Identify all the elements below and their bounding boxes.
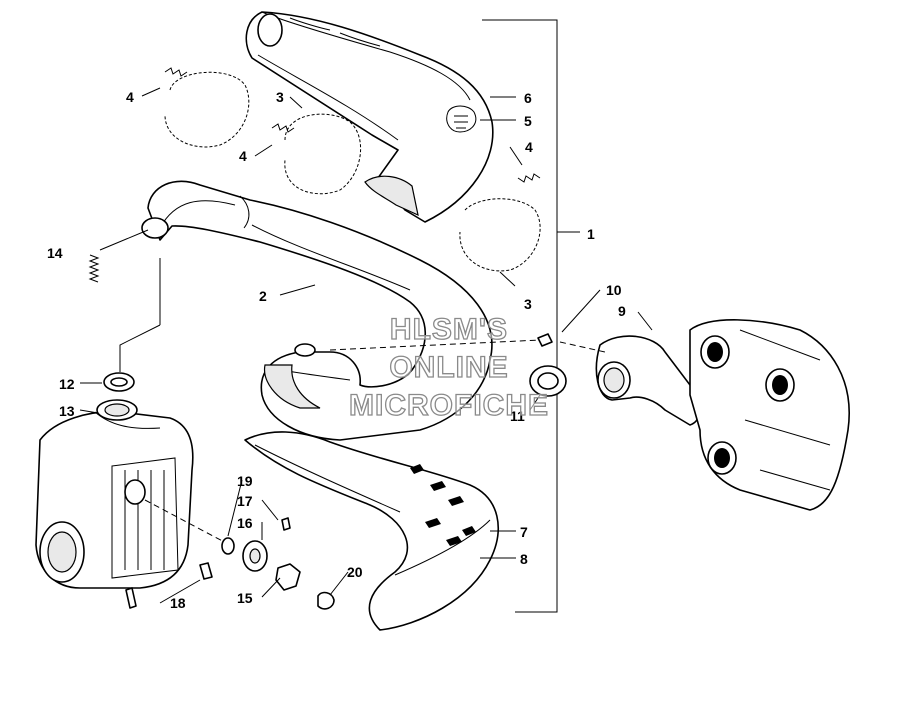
watermark-line-2: ONLINE [389,351,508,384]
watermark-line-1: HLSM'S [390,313,508,346]
callout-3-upper: 3 [276,89,284,105]
callout-12: 12 [59,376,75,392]
spring-14 [88,229,149,283]
muffler [35,399,231,609]
callout-20: 20 [347,564,363,580]
clamp-rings [164,71,541,272]
upper-heat-shield [245,11,494,223]
callout-18: 18 [170,595,186,611]
callout-2: 2 [259,288,267,304]
exhaust-pipe [141,180,493,441]
assembly-bracket [482,19,580,613]
callout-8: 8 [520,551,528,567]
lower-heat-shield [244,431,499,631]
callout-7: 7 [520,524,528,540]
callout-4-mid: 4 [239,148,247,164]
callout-15: 15 [237,590,253,606]
springs-4 [164,67,541,183]
exhaust-manifold [329,333,701,426]
callout-17: 17 [237,493,253,509]
engine-block [689,319,850,511]
watermark-line-3: MICROFICHE [349,389,549,422]
callout-4-left: 4 [126,89,134,105]
callout-13: 13 [59,403,75,419]
callout-4-right: 4 [525,139,533,155]
callouts: 1 2 3 3 4 4 4 5 6 7 8 9 10 11 12 13 14 1… [47,89,626,611]
mount-hardware [221,517,335,610]
callout-5: 5 [524,113,532,129]
callout-19: 19 [237,473,253,489]
callout-10: 10 [606,282,622,298]
callout-1: 1 [587,226,595,242]
callout-3-lower: 3 [524,296,532,312]
callout-6: 6 [524,90,532,106]
callout-9: 9 [618,303,626,319]
callout-11: 11 [510,408,525,424]
callout-14: 14 [47,245,63,261]
watermark: HLSM'S ONLINE MICROFICHE [348,312,549,422]
callout-16: 16 [237,515,253,531]
gasket [103,372,135,392]
leader-lines [79,87,653,604]
